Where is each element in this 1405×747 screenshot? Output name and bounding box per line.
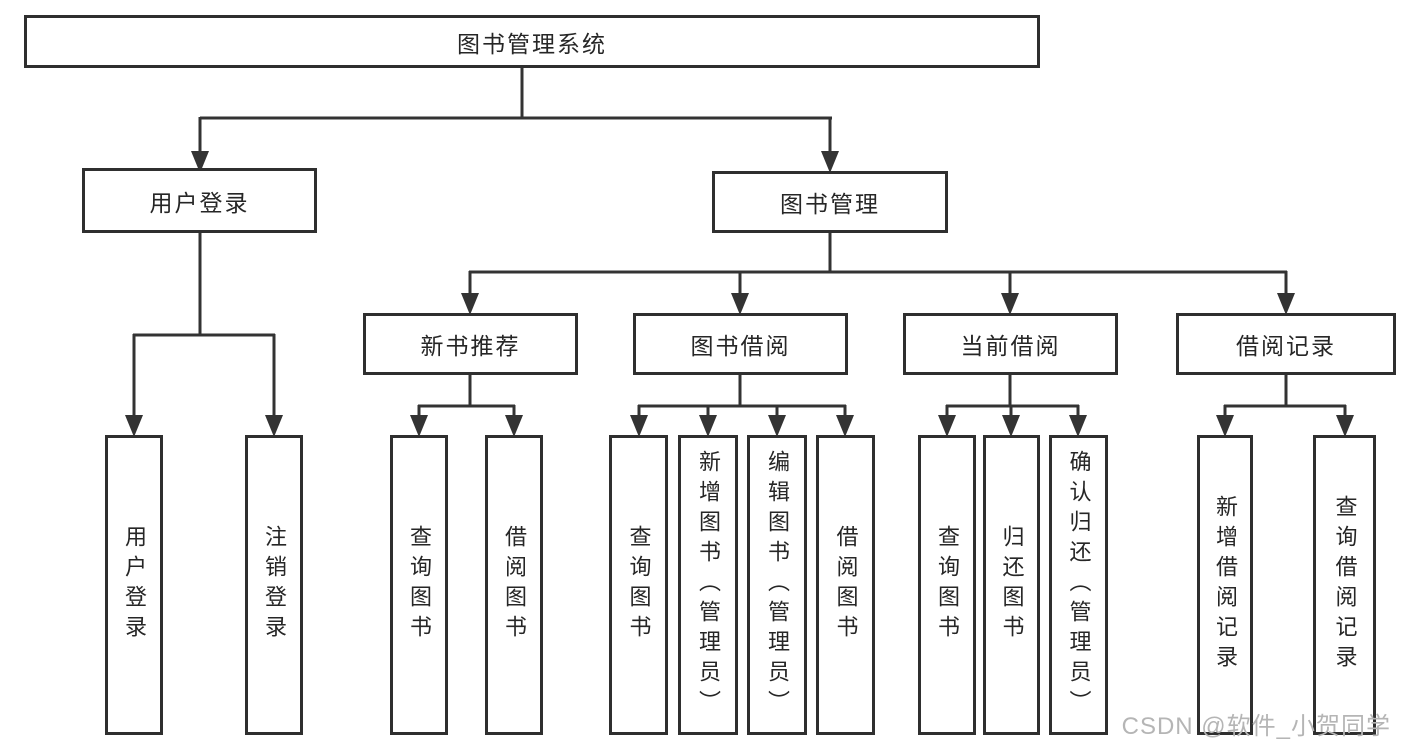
leaf-logout: 注销登录 xyxy=(245,435,303,735)
node-book-borrow-label: 图书借阅 xyxy=(690,333,791,359)
leaf-cb-query-books-label: 查询图书 xyxy=(935,525,960,645)
watermark-text: CSDN @软件_小贺同学 xyxy=(1121,713,1391,740)
node-new-book-recommend-label: 新书推荐 xyxy=(420,333,521,359)
connector-borrow-records-children xyxy=(1223,375,1347,416)
arrowheads-user-login-children xyxy=(125,415,283,437)
leaf-bb-query-books: 查询图书 xyxy=(609,435,668,735)
leaf-cb-return-books-label: 归还图书 xyxy=(999,525,1025,645)
leaf-nbr-borrow-books-label: 借阅图书 xyxy=(502,525,527,645)
node-user-login-branch: 用户登录 xyxy=(82,168,317,233)
node-book-borrow: 图书借阅 xyxy=(633,313,848,375)
node-borrow-records-label: 借阅记录 xyxy=(1236,333,1336,359)
arrowheads-borrow-records-children xyxy=(1216,415,1354,437)
node-root: 图书管理系统 xyxy=(24,15,1040,68)
leaf-bb-borrow-books-label: 借阅图书 xyxy=(833,525,859,645)
leaf-user-login: 用户登录 xyxy=(105,435,163,735)
leaf-cb-query-books: 查询图书 xyxy=(918,435,976,735)
leaf-logout-label: 注销登录 xyxy=(262,525,287,645)
node-current-borrow-label: 当前借阅 xyxy=(960,333,1061,359)
leaf-nbr-query-books: 查询图书 xyxy=(390,435,448,735)
node-book-management: 图书管理 xyxy=(712,171,948,233)
arrowheads-new-book-recommend-children xyxy=(410,415,523,437)
node-borrow-records: 借阅记录 xyxy=(1176,313,1396,375)
leaf-bb-edit-books-admin-label: 编辑图书（管理员） xyxy=(765,450,790,720)
leaf-bb-query-books-label: 查询图书 xyxy=(626,525,652,645)
leaf-br-add-record: 新增借阅记录 xyxy=(1197,435,1253,735)
connector-current-borrow-children xyxy=(945,375,1080,416)
leaf-br-query-record-label: 查询借阅记录 xyxy=(1332,495,1358,675)
connector-book-borrow-children xyxy=(637,375,847,416)
leaf-nbr-borrow-books: 借阅图书 xyxy=(485,435,543,735)
leaf-cb-return-books: 归还图书 xyxy=(983,435,1040,735)
leaf-br-query-record: 查询借阅记录 xyxy=(1313,435,1376,735)
leaf-cb-confirm-return-admin-label: 确认归还（管理员） xyxy=(1066,450,1092,720)
leaf-bb-edit-books-admin: 编辑图书（管理员） xyxy=(747,435,807,735)
leaf-user-login-label: 用户登录 xyxy=(122,525,147,645)
node-root-label: 图书管理系统 xyxy=(457,30,607,57)
leaf-bb-borrow-books: 借阅图书 xyxy=(816,435,875,735)
arrowheads-level3 xyxy=(461,293,1295,315)
node-new-book-recommend: 新书推荐 xyxy=(363,313,578,375)
node-user-login-branch-label: 用户登录 xyxy=(149,189,250,216)
leaf-br-add-record-label: 新增借阅记录 xyxy=(1213,495,1238,675)
arrowheads-book-borrow-children xyxy=(630,415,854,437)
connector-user-login-children xyxy=(132,233,276,416)
connector-book-management-to-level3 xyxy=(468,233,1288,294)
leaf-bb-add-books-admin-label: 新增图书（管理员） xyxy=(696,450,721,720)
node-current-borrow: 当前借阅 xyxy=(903,313,1118,375)
node-book-management-label: 图书管理 xyxy=(780,191,880,217)
leaf-bb-add-books-admin: 新增图书（管理员） xyxy=(678,435,738,735)
connector-new-book-recommend-children xyxy=(417,375,516,416)
connector-root-to-level2 xyxy=(198,68,832,152)
leaf-nbr-query-books-label: 查询图书 xyxy=(407,525,432,645)
arrowheads-current-borrow-children xyxy=(938,415,1087,437)
leaf-cb-confirm-return-admin: 确认归还（管理员） xyxy=(1049,435,1108,735)
